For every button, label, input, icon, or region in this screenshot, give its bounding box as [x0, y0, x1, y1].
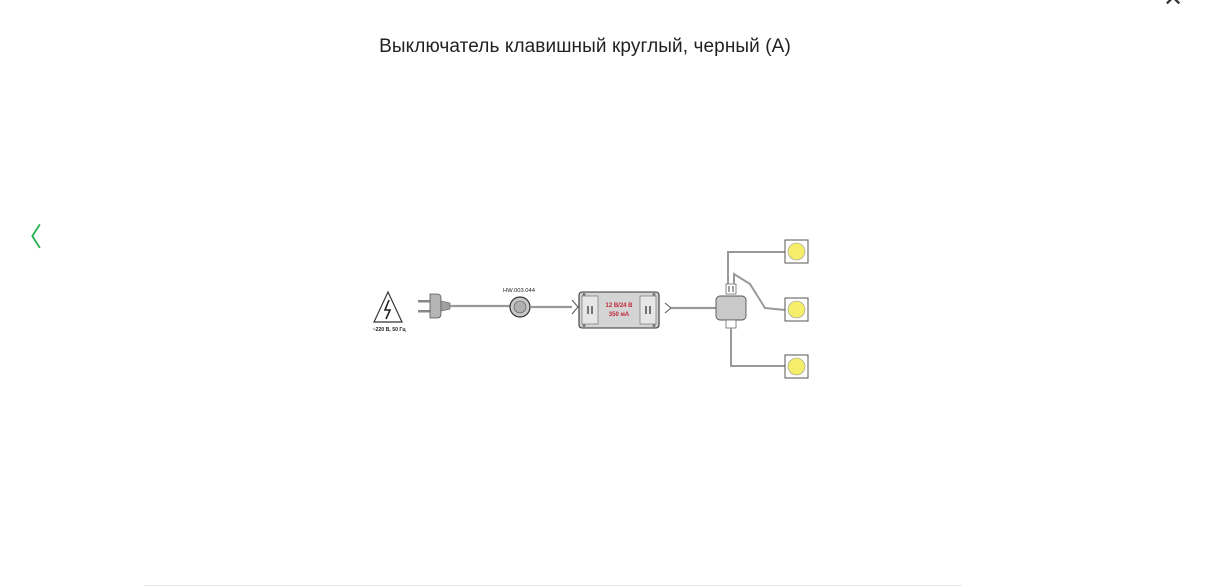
- close-icon[interactable]: ✕: [1158, 0, 1188, 12]
- led-driver: [578, 291, 660, 329]
- driver-current-label: 350 мА: [609, 312, 630, 318]
- power-label: ~220 В, 50 Гц: [372, 327, 406, 333]
- wiring-diagram: ~220 В, 50 Гц HW.003.044 12 В/24 В 350 м…: [372, 239, 809, 379]
- switch-code-label: HW.003.044: [503, 288, 536, 294]
- splitter-hub: [715, 283, 747, 329]
- high-voltage-warning-icon: [373, 290, 403, 323]
- driver-voltage-label: 12 В/24 В: [605, 303, 633, 309]
- led-lamp-1: [784, 239, 809, 264]
- led-lamp-3: [784, 354, 809, 379]
- modal-title: Выключатель клавишный круглый, черный (А…: [379, 36, 791, 57]
- led-lamp-2: [784, 297, 809, 322]
- chevron-left-icon[interactable]: 〈: [15, 222, 42, 252]
- round-switch-icon: [509, 296, 531, 318]
- plug-icon: [418, 293, 451, 319]
- footer-divider: [144, 585, 962, 586]
